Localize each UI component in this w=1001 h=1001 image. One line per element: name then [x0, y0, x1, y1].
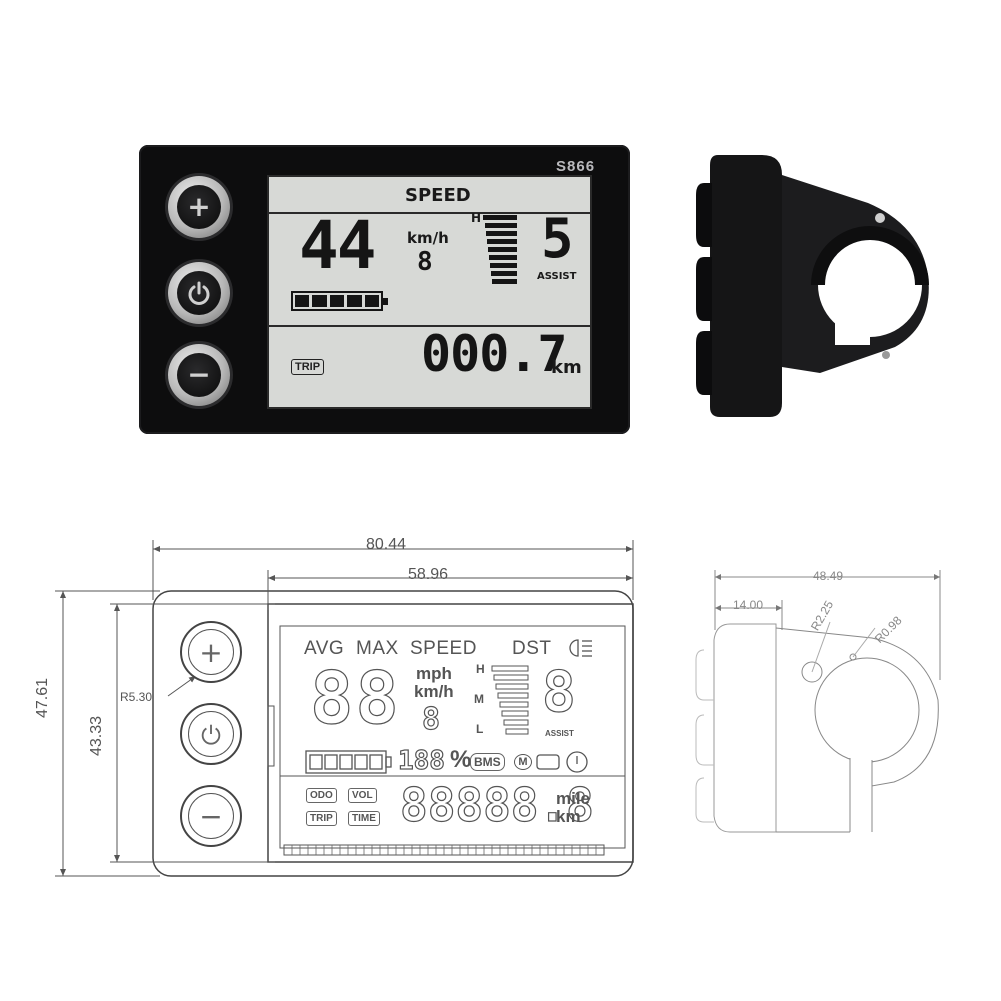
assist-label: ASSIST	[537, 271, 577, 282]
drawing-dst-label: DST	[512, 638, 552, 659]
drawing-speed-label: SPEED	[410, 638, 477, 659]
drawing-level-m: M	[474, 692, 484, 706]
trip-label: TRIP	[291, 359, 325, 375]
drawing-time-label: TIME	[348, 811, 380, 826]
drawing-minus-icon: −	[188, 793, 234, 839]
battery-cell	[364, 295, 380, 307]
side-view-photo	[696, 155, 929, 417]
dim-screen-height: 43.33	[88, 715, 105, 756]
battery-icon	[291, 291, 388, 311]
drawing-power-button[interactable]	[180, 703, 242, 765]
battery-cell	[347, 295, 362, 307]
level-label-h: H	[471, 211, 482, 225]
power-icon	[177, 271, 221, 315]
drawing-mph-label: mph	[416, 664, 452, 683]
side-view-drawing	[695, 570, 941, 836]
minus-button[interactable]: −	[168, 344, 230, 406]
dim-side-width: 48.49	[813, 569, 844, 583]
speed-unit: km/h	[407, 229, 449, 247]
model-label: S866	[556, 158, 596, 175]
dim-corner-radius: R5.30	[120, 690, 153, 704]
power-button[interactable]	[168, 262, 230, 324]
speed-title: SPEED	[405, 185, 471, 206]
speed-decimal: 8	[417, 247, 433, 277]
lcd-divider-bottom	[269, 325, 590, 327]
drawing-odo-label: ODO	[306, 788, 337, 803]
minus-icon: −	[177, 353, 221, 397]
drawing-assist-label: ASSIST	[545, 729, 574, 738]
drawing-battery-percent-digits: 188	[397, 745, 445, 776]
drawing-level-l: L	[476, 722, 484, 736]
drawing-minus-button[interactable]: −	[180, 785, 242, 847]
drawing-avg-label: AVG	[304, 638, 345, 659]
drawing-headlight-icon	[576, 638, 594, 658]
drawing-km-label: km	[556, 807, 581, 826]
drawing-speed-digits: 88	[309, 655, 401, 740]
drawing-bms-label: BMS	[470, 753, 505, 771]
drawing-plus-button[interactable]: +	[180, 621, 242, 683]
drawing-warning-icon	[567, 752, 587, 772]
drawing-plus-icon: +	[188, 629, 234, 675]
drawing-power-icon	[188, 711, 234, 757]
dim-screen-width: 58.96	[408, 566, 449, 583]
drawing-engine-icon	[540, 757, 558, 767]
lcd-screen: SPEED 44 km/h 8 H 5 ASSIST TRIP 000.7 km	[267, 175, 592, 409]
drawing-kmh-label: km/h	[414, 682, 454, 701]
dim-side-offset: 14.00	[733, 598, 764, 612]
drawing-max-label: MAX	[356, 638, 399, 659]
lcd-divider-top	[269, 212, 590, 214]
assist-level-bars	[481, 213, 521, 285]
drawing-assist-digit: 8	[541, 659, 578, 725]
distance-unit: km	[551, 357, 582, 378]
assist-value: 5	[541, 207, 574, 270]
drawing-speed-decimal: 8	[421, 701, 443, 737]
distance-value: 000.7	[421, 325, 568, 383]
drawing-mile-label: mile	[556, 789, 591, 808]
dim-overall-width: 80.44	[366, 536, 407, 553]
drawing-percent-sign: %	[450, 746, 472, 773]
battery-cell	[312, 295, 327, 307]
drawing-level-h: H	[476, 662, 485, 676]
drawing-trip-label: TRIP	[306, 811, 337, 826]
speed-value: 44	[299, 207, 376, 284]
dim-overall-height: 47.61	[34, 677, 51, 718]
battery-cell	[329, 295, 345, 307]
plus-icon: +	[177, 185, 221, 229]
drawing-distance-digits: 88888.8	[399, 777, 594, 832]
drawing-m-icon: M	[514, 754, 532, 770]
drawing-vol-label: VOL	[348, 788, 377, 803]
battery-cell	[295, 295, 310, 307]
plus-button[interactable]: +	[168, 176, 230, 238]
